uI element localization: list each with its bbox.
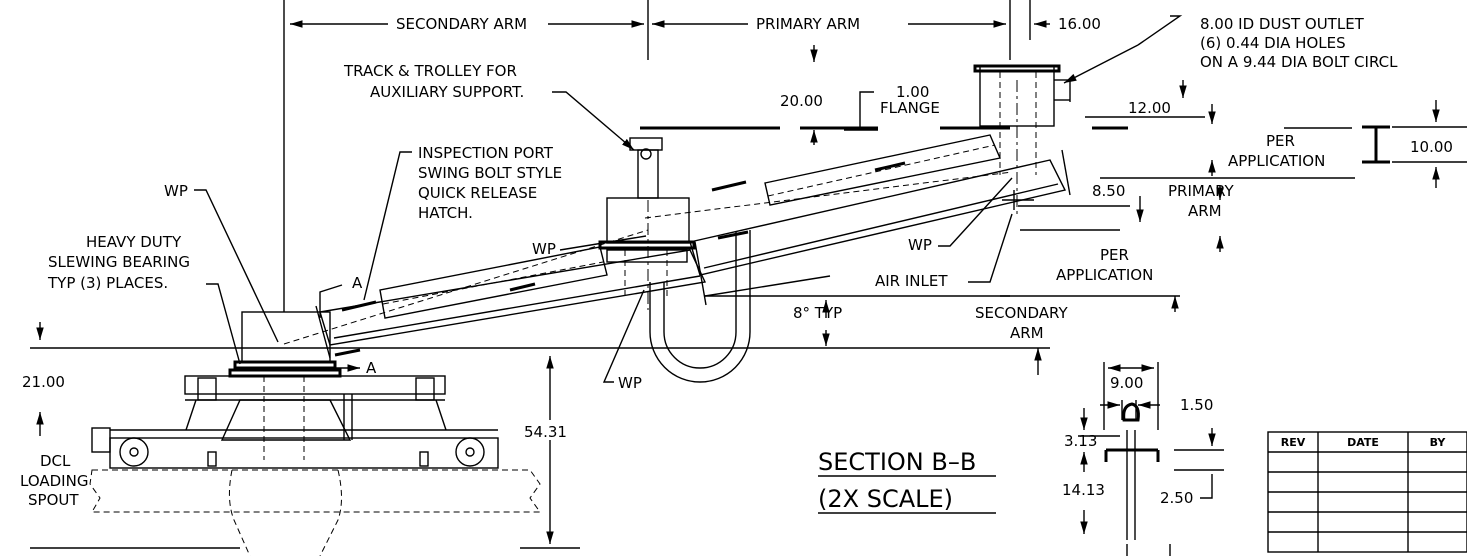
air-inlet-label: AIR INLET	[875, 272, 948, 290]
air-inlet-leader	[968, 213, 1013, 283]
secondary-arm-label-1: SECONDARY	[975, 304, 1069, 322]
dust-outlet-leader	[1137, 15, 1183, 46]
inspection-leader	[363, 151, 412, 301]
inspection-hatches	[334, 161, 906, 357]
dim-16: 16.00	[1058, 15, 1101, 33]
secondary-arm-label-2: ARM	[1010, 324, 1044, 342]
dcl-line2: LOADING	[20, 472, 88, 490]
wp-right: WP	[908, 236, 932, 254]
dust-outlet-line2: (6) 0.44 DIA HOLES	[1200, 34, 1346, 52]
per-app-upper-2: APPLICATION	[1228, 152, 1325, 170]
section-bb-title: SECTION B–B	[818, 448, 976, 476]
rail-section-view	[1103, 362, 1160, 540]
track-trolley-line2: AUXILIARY SUPPORT.	[370, 83, 524, 101]
inspection-port-line3: QUICK RELEASE	[418, 184, 537, 202]
inspection-port-line1: INSPECTION PORT	[418, 144, 554, 162]
i-beam-symbol	[1362, 125, 1390, 164]
dim-850: 8.50	[1092, 182, 1125, 200]
angle-label: 8° TYP	[793, 304, 842, 322]
dim-313: 3.13	[1064, 432, 1097, 450]
secondary-arm	[315, 241, 707, 359]
revision-table: REV DATE BY	[1267, 431, 1467, 553]
dcl-line3: SPOUT	[28, 491, 79, 509]
bearing-line1: HEAVY DUTY	[86, 233, 182, 251]
track-leader	[552, 91, 621, 139]
dim-150: 1.50	[1180, 396, 1213, 414]
section-bb-scale: (2X SCALE)	[818, 485, 953, 513]
wp-left: WP	[164, 182, 188, 200]
dust-outlet-line3: ON A 9.44 DIA BOLT CIRCL	[1200, 53, 1398, 71]
track-trolley-line1: TRACK & TROLLEY FOR	[343, 62, 517, 80]
air-hose	[649, 230, 751, 383]
inspection-port-line2: SWING BOLT STYLE	[418, 164, 562, 182]
flange-dim: 1.00	[896, 83, 929, 101]
wp-left-leader	[194, 189, 279, 343]
bearing-leader	[206, 283, 241, 365]
dim-21: 21.00	[22, 373, 65, 391]
dim-900: 9.00	[1110, 374, 1143, 392]
revision-table-header: DATE	[1347, 436, 1379, 449]
wp-mid: WP	[532, 240, 556, 258]
per-app-upper-1: PER	[1266, 132, 1295, 150]
per-app-lower-1: PER	[1100, 246, 1129, 264]
secondary-arm-top-label: SECONDARY ARM	[396, 15, 527, 33]
dim-5431: 54.31	[524, 423, 567, 441]
wp-right-leader	[938, 177, 1013, 247]
section-a-bottom: A	[366, 359, 377, 377]
dcl-line1: DCL	[40, 452, 71, 470]
bearing-line2: SLEWING BEARING	[48, 253, 190, 271]
primary-arm-label-1: PRIMARY	[1168, 182, 1235, 200]
dust-outlet-line1: 8.00 ID DUST OUTLET	[1200, 15, 1365, 33]
primary-arm-top-label: PRIMARY ARM	[756, 15, 860, 33]
inspection-port-line4: HATCH.	[418, 204, 473, 222]
dim-1413: 14.13	[1062, 481, 1105, 499]
flange-label: FLANGE	[880, 99, 940, 117]
base-frame	[91, 375, 499, 469]
revision-table-header: REV	[1281, 436, 1306, 449]
wp-bottom: WP	[618, 374, 642, 392]
top-dimensions	[283, 0, 1050, 312]
bearing-line3: TYP (3) PLACES.	[47, 274, 168, 292]
dim-250: 2.50	[1160, 489, 1193, 507]
flange-leader	[859, 91, 874, 128]
per-app-lower-2: APPLICATION	[1056, 266, 1153, 284]
dim-20: 20.00	[780, 92, 823, 110]
section-a-top: A	[352, 274, 363, 292]
revision-table-header: BY	[1430, 436, 1447, 449]
dim-12: 12.00	[1128, 99, 1171, 117]
primary-arm-label-2: ARM	[1188, 202, 1222, 220]
dim-10: 10.00	[1410, 138, 1453, 156]
